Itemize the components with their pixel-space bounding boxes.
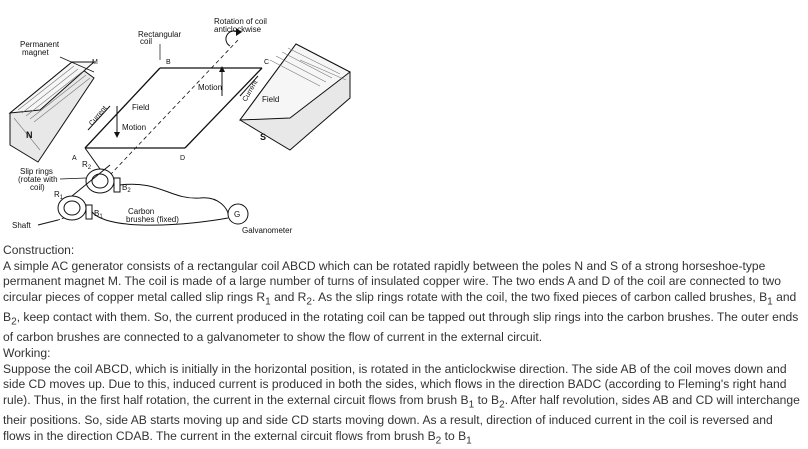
carbon-brush-b2	[113, 177, 121, 193]
label-motion-left: Motion	[122, 123, 146, 132]
label-B2: B2	[122, 183, 131, 194]
north-pole-magnet	[8, 61, 96, 163]
label-C: C	[264, 59, 269, 66]
explanation-text: Construction: A simple AC generator cons…	[3, 243, 803, 449]
label-slip-rings-2: (rotate with	[18, 175, 58, 184]
label-motion-top: Motion	[198, 83, 222, 92]
label-field-right: Field	[262, 95, 279, 104]
label-rect-coil-2: coil	[140, 37, 152, 46]
label-perm-magnet-2: magnet	[22, 48, 49, 57]
label-S: S	[260, 132, 266, 142]
south-pole-magnet	[238, 43, 351, 151]
carbon-brush-b1	[85, 204, 93, 220]
label-field-left: Field	[132, 103, 149, 112]
working-heading: Working:	[3, 346, 51, 361]
label-rotation: Rotation of coil	[214, 17, 267, 26]
ac-generator-diagram: Rotation of coil anticlockwise Rectangul…	[8, 17, 351, 235]
label-R2: R2	[82, 160, 92, 171]
label-rotation-2: anticlockwise	[214, 25, 262, 34]
label-carbon: Carbon	[128, 207, 154, 216]
working-paragraph: Suppose the coil ABCD, which is initiall…	[3, 361, 800, 447]
label-carbon-2: brushes (fixed)	[126, 215, 179, 224]
label-N: N	[26, 130, 33, 140]
label-B: B	[166, 59, 171, 66]
galvanometer-icon	[227, 203, 249, 225]
slip-rings	[57, 147, 115, 221]
construction-paragraph: A simple AC generator consists of a rect…	[3, 258, 799, 345]
label-B1: B1	[94, 209, 103, 220]
label-rect-coil: Rectangular	[138, 30, 181, 39]
label-A: A	[72, 155, 77, 162]
label-perm-magnet: Permanent	[20, 40, 60, 49]
label-galvanometer: Galvanometer	[242, 226, 293, 235]
label-R1: R1	[54, 190, 64, 201]
label-slip-rings: Slip rings	[20, 167, 53, 176]
label-D: D	[180, 155, 185, 162]
label-slip-rings-3: coil)	[30, 183, 45, 192]
label-M: M	[92, 59, 98, 66]
construction-heading: Construction:	[3, 243, 75, 257]
label-G: G	[234, 210, 240, 219]
label-current-left: Current	[88, 105, 108, 127]
rotation-axis	[109, 39, 239, 176]
label-shaft: Shaft	[12, 221, 31, 230]
rotation-arrow-icon	[225, 30, 239, 47]
